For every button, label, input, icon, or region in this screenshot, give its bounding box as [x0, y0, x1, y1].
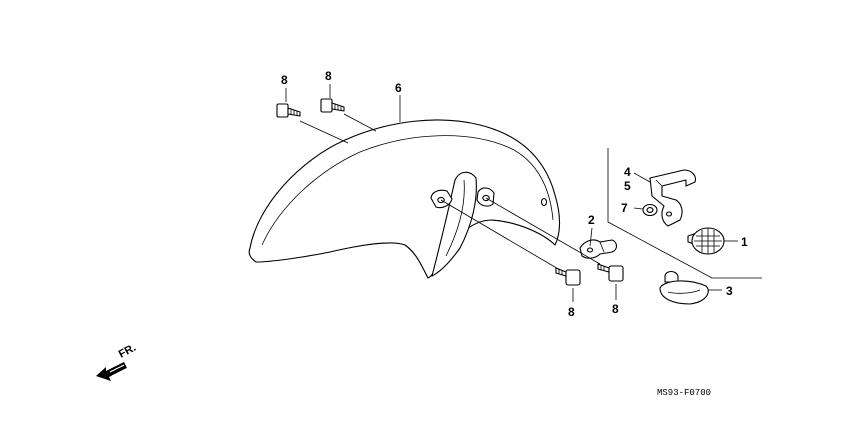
bolt-8-bottom-left [555, 267, 581, 286]
label-8-top-left: 8 [281, 73, 288, 87]
mount-tab-right [476, 187, 495, 207]
label-8-bottom-left: 8 [568, 305, 575, 319]
diagram-code: MS93-F0700 [657, 388, 711, 398]
group-bracket [607, 148, 762, 279]
front-direction-label: FR. [117, 342, 138, 361]
label-3-grommet: 3 [726, 284, 733, 298]
nut-7 [642, 203, 658, 217]
reflector-1 [687, 227, 725, 255]
bolt-8-bottom-right [597, 263, 624, 282]
label-5-stay: 5 [624, 179, 631, 193]
bolt-8-top-left [276, 103, 301, 118]
label-7-nut: 7 [621, 201, 628, 215]
label-8-top-right: 8 [325, 69, 332, 83]
reflector-stay [649, 169, 696, 227]
front-fender [248, 119, 561, 279]
front-direction-arrow-icon [96, 362, 127, 381]
leader-lines [285, 84, 738, 302]
bolt-8-top-right [320, 98, 345, 113]
label-2-bracket: 2 [588, 213, 595, 227]
grommet-3 [659, 270, 709, 305]
label-4-stay: 4 [624, 165, 631, 179]
label-1-reflector: 1 [741, 235, 748, 249]
label-8-bottom-right: 8 [612, 302, 619, 316]
label-6-fender: 6 [395, 81, 402, 95]
